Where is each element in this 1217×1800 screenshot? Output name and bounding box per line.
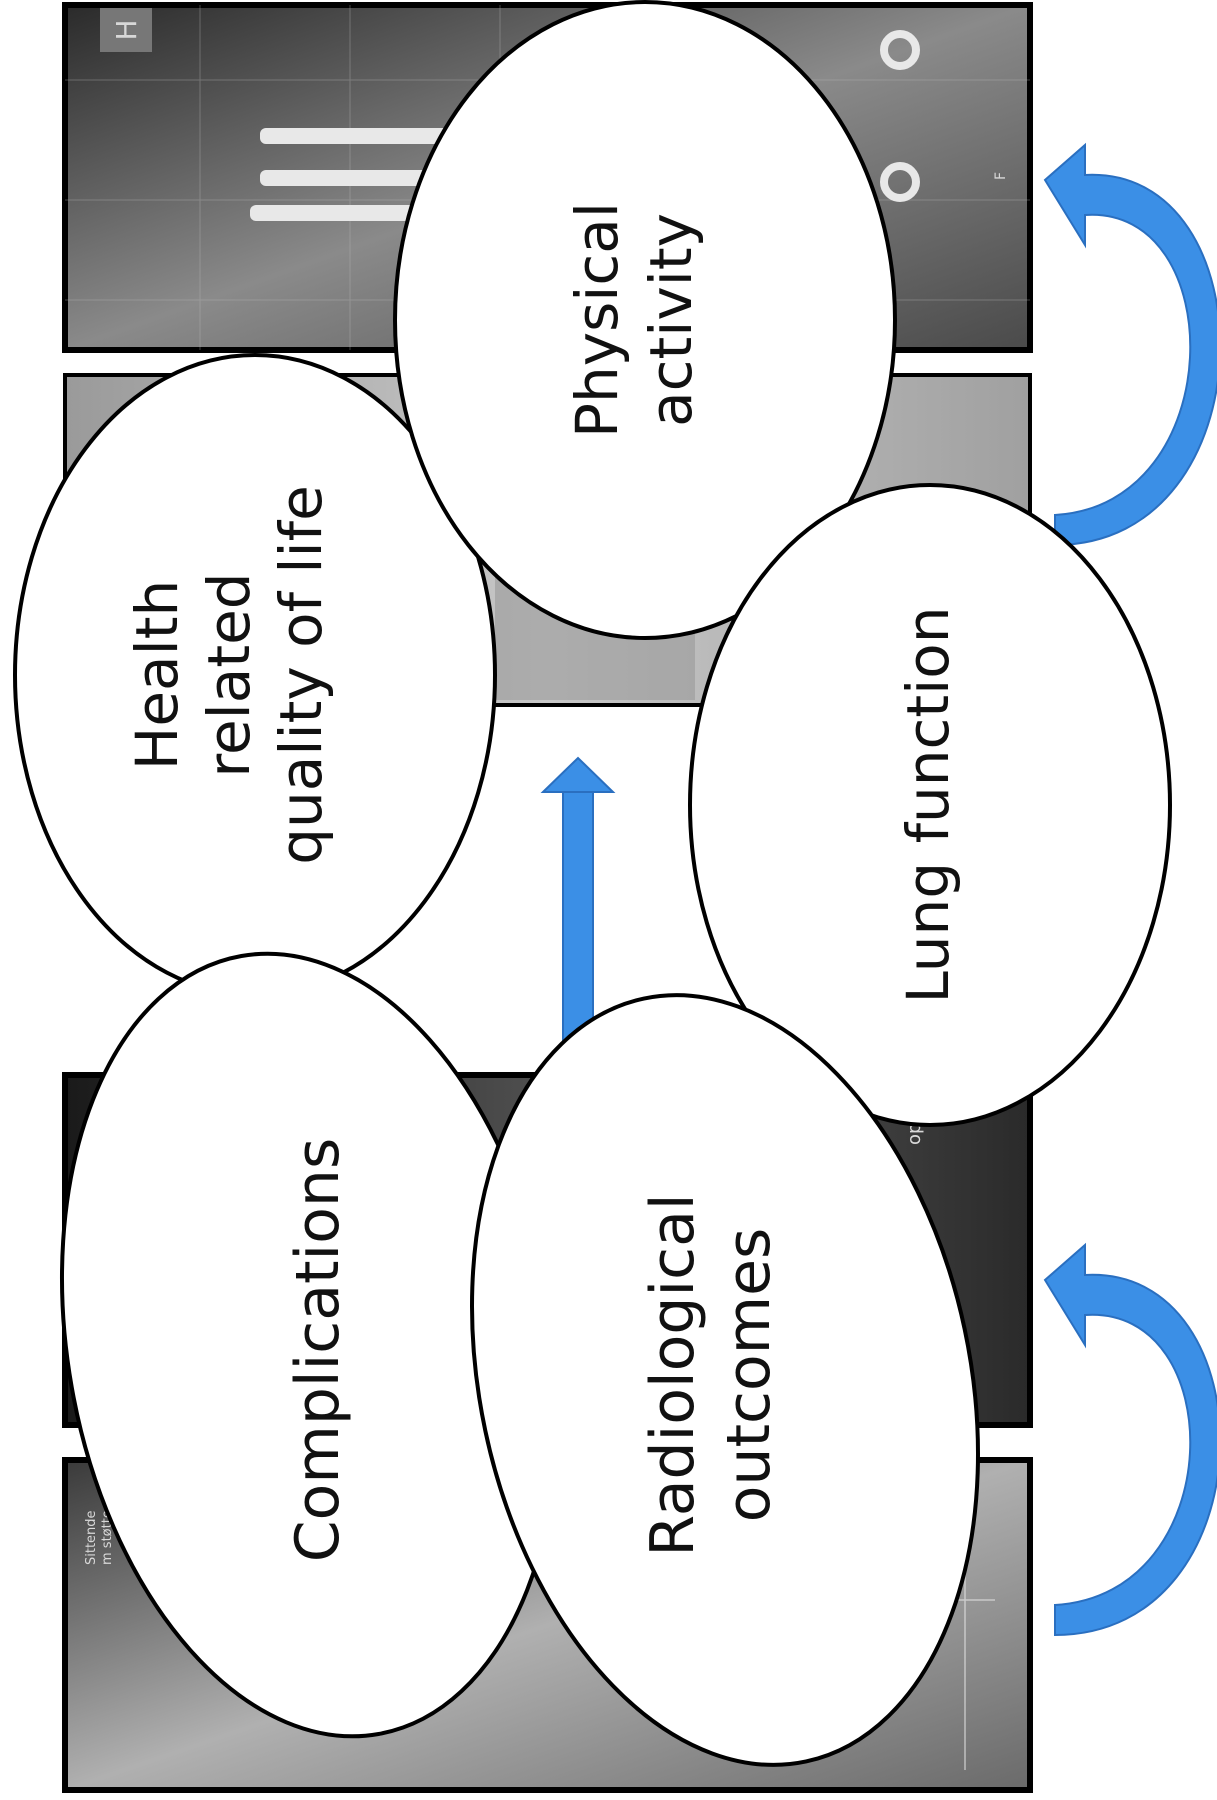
- bubble-text-line: Physical: [563, 202, 631, 438]
- xray-caption-line1: Sittende: [84, 1510, 99, 1565]
- bubble-radiological-outcomes: Radiological outcomes: [470, 993, 980, 1767]
- bubble-text-line: Health: [123, 580, 191, 770]
- xray-marker-h: H: [110, 19, 143, 40]
- bubble-lung-function: Lung function: [688, 483, 1172, 1127]
- bubble-text-line: quality of life: [267, 485, 335, 865]
- xray-marker-f: F: [993, 172, 1009, 180]
- bubble-text-line: Radiological: [638, 1193, 708, 1556]
- bubble-complications: Complications: [60, 951, 560, 1739]
- bubble-text-line: Complications: [283, 1138, 353, 1562]
- bubble-text-line: Lung function: [894, 607, 962, 1004]
- curved-arrow-bottom: [1043, 1242, 1217, 1637]
- spinal-screws: [250, 30, 920, 221]
- bubble-text-line: related: [195, 572, 263, 777]
- bubble-physical-activity: Physical activity: [393, 0, 897, 640]
- bubble-health-related-quality-of-life: Health related quality of life: [13, 353, 497, 997]
- bubble-text-line: activity: [637, 213, 705, 427]
- curved-arrow-top: [1043, 142, 1217, 547]
- bubble-text-line: outcomes: [714, 1228, 784, 1523]
- straight-arrow-up: [540, 756, 616, 1041]
